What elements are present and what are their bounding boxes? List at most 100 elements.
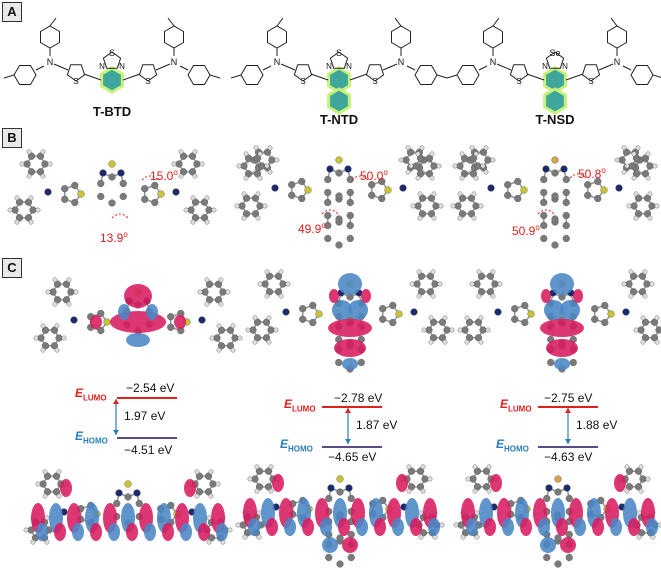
homo-energy-value: −4.63 eV	[544, 450, 593, 464]
atom-c	[477, 288, 486, 296]
atom-c	[389, 318, 397, 327]
atom-c	[263, 148, 272, 156]
atom-h	[647, 215, 653, 221]
atom-c	[407, 483, 416, 491]
lumo-lobe	[332, 300, 352, 320]
atom-c	[634, 467, 643, 475]
atom-c	[61, 195, 69, 203]
sulfur-label: S	[588, 77, 593, 86]
atom-h	[438, 203, 444, 209]
atom-c	[242, 210, 251, 218]
methyl-bond	[446, 74, 458, 79]
diazole-ring	[329, 51, 349, 69]
atom-c	[249, 326, 257, 334]
atom-c	[562, 175, 570, 184]
atom-n	[282, 308, 290, 316]
atom-c	[119, 192, 127, 201]
band-gap-arrow-t-btd-head-down	[113, 430, 119, 435]
atom-c	[265, 272, 274, 280]
atom-h	[190, 195, 196, 201]
atom-c	[205, 206, 213, 214]
atom-h	[178, 149, 184, 155]
homo-lobe	[560, 537, 576, 553]
atom-h	[645, 476, 651, 482]
atom-h	[474, 534, 480, 540]
atom-c	[484, 156, 492, 164]
homo-lobe	[90, 523, 102, 541]
atom-h	[420, 464, 426, 470]
methyl-bond	[492, 17, 500, 27]
atom-c	[52, 472, 61, 480]
atom-h	[427, 476, 433, 482]
atom-h	[631, 175, 637, 181]
atom-c	[479, 148, 488, 156]
atom-c	[407, 467, 416, 475]
atom-c	[425, 170, 434, 178]
atom-c	[429, 318, 438, 326]
atom-h	[245, 327, 251, 333]
atom-c	[43, 472, 52, 480]
atom-h	[208, 469, 214, 475]
atom-c	[402, 156, 410, 164]
atom-h	[430, 269, 436, 275]
atom-h	[171, 161, 177, 167]
atom-c	[467, 210, 476, 218]
atom-c	[646, 162, 654, 170]
atom-c	[253, 334, 262, 342]
thiophene-ring	[66, 64, 86, 82]
atom-h	[654, 203, 660, 209]
atom-c	[554, 488, 562, 496]
atom-h	[621, 281, 627, 287]
atom-h	[408, 163, 414, 169]
atom-c	[336, 560, 344, 568]
atom-h	[227, 527, 233, 533]
lumo-level-line	[322, 406, 382, 408]
atom-c	[429, 334, 438, 342]
bond	[122, 73, 141, 81]
atom-n	[560, 165, 568, 173]
homo-lobe	[610, 518, 622, 536]
atom-h	[241, 191, 247, 197]
lumo-energy-value: −2.54 eV	[126, 381, 175, 395]
atom-h	[459, 151, 465, 157]
atom-c	[335, 215, 343, 223]
atom-h	[253, 145, 259, 151]
lumo-lobe	[118, 304, 130, 320]
molecule-name-t-ntd: T-NTD	[319, 112, 359, 127]
lumo-lobe	[573, 289, 583, 303]
atom-h	[430, 293, 436, 299]
methyl-bond	[167, 17, 175, 27]
atom-h	[654, 315, 660, 321]
atom-h	[40, 323, 46, 329]
atom-c	[97, 192, 105, 201]
homo-level-line	[538, 446, 598, 448]
atom-c	[413, 280, 421, 288]
homo-energy-value: −4.51 eV	[124, 443, 173, 457]
homo-lobe	[396, 474, 408, 492]
atom-h	[61, 335, 67, 341]
atom-c	[628, 162, 636, 170]
atom-c	[412, 162, 420, 170]
band-gap-arrow-t-ntd-head-down	[345, 439, 351, 444]
bond	[262, 65, 272, 71]
atom-h	[44, 515, 50, 521]
atom-h	[486, 464, 492, 470]
atom-h	[52, 277, 58, 283]
atom-c	[179, 152, 188, 160]
homo-lobe	[356, 518, 368, 536]
atom-h	[624, 488, 630, 494]
atom-h	[417, 215, 423, 221]
tolyl-ring	[40, 25, 60, 49]
molecule-name-t-btd: T-BTD	[92, 104, 132, 119]
atom-c	[71, 181, 79, 190]
atom-h	[628, 293, 634, 299]
atom-c	[514, 194, 522, 203]
atom-c	[346, 198, 354, 207]
atom-c	[264, 483, 273, 491]
atom-c	[37, 334, 45, 342]
atom-c	[601, 318, 609, 327]
atom-se	[554, 475, 562, 483]
atom-h	[638, 488, 644, 494]
atom-c	[265, 288, 274, 296]
